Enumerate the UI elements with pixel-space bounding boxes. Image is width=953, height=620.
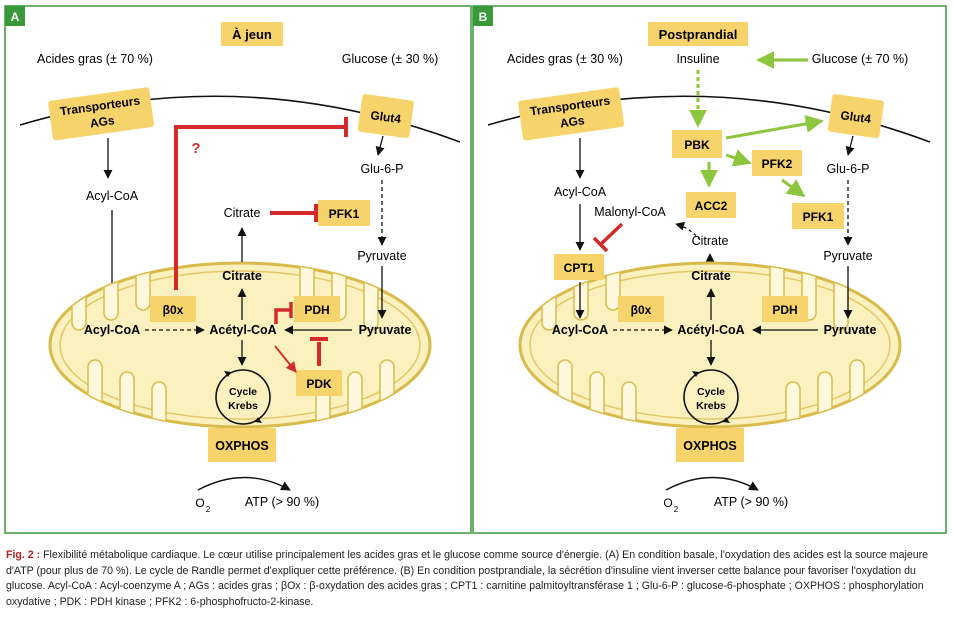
oxphos-box-b	[676, 428, 744, 462]
krebs-cycle-line1: Cycle	[229, 386, 257, 398]
pdh-box	[294, 296, 340, 322]
panel-a-title: À jeun	[232, 27, 272, 42]
pyruvate-cytosol: Pyruvate	[357, 249, 406, 263]
pdh-label: PDH	[304, 303, 329, 317]
o2-to-atp-arrow	[197, 476, 291, 491]
malonyl-coa-label: Malonyl-CoA	[594, 205, 666, 219]
atp-label: ATP (> 90 %)	[245, 495, 319, 509]
cpt1-label: CPT1	[564, 261, 595, 275]
pdk-label: PDK	[306, 377, 332, 391]
krebs-cycle-ring-b	[683, 369, 739, 425]
pbk-label: PBK	[684, 138, 710, 152]
oxphos-box	[208, 428, 276, 462]
insulin-label: Insuline	[676, 52, 719, 66]
glut4-box-b	[827, 94, 884, 139]
cpt1-box	[554, 254, 604, 280]
acc2-box	[686, 192, 736, 218]
o2-label-b: O	[663, 496, 672, 510]
panel-b-letter-badge	[473, 6, 493, 26]
citrate-mitochondria: Citrate	[222, 269, 262, 283]
pbk-box	[672, 130, 722, 158]
krebs-cycle-line2: Krebs	[228, 400, 258, 412]
beta-ox-box-b	[618, 296, 664, 322]
panel-a-letter-badge	[5, 6, 25, 26]
fatty-acid-transporter-b-line2: AGs	[559, 113, 586, 130]
panel-b-title: Postprandial	[659, 27, 738, 42]
glut4-label: Glut4	[370, 108, 403, 126]
pyruvate-cytosol-b: Pyruvate	[823, 249, 872, 263]
acyl-coa-cytosol-b: Acyl-CoA	[554, 185, 607, 199]
citrate-mitochondria-b: Citrate	[691, 269, 731, 283]
fatty-acids-label: Acides gras (± 70 %)	[37, 52, 153, 66]
o2-subscript: 2	[206, 505, 211, 514]
pfk1-box	[318, 200, 370, 226]
pyruvate-mitochondria-b: Pyruvate	[824, 323, 877, 337]
metabolic-flexibility-diagram: A À jeun Acides gras (± 70 %) Glucose (±…	[4, 5, 947, 534]
o2-subscript-b: 2	[674, 505, 679, 514]
oxphos-label-b: OXPHOS	[683, 439, 737, 453]
randle-question-mark: ?	[191, 140, 200, 157]
acc2-label: ACC2	[695, 199, 728, 213]
glut4-label-b: Glut4	[840, 108, 873, 126]
mitochondrion-inner-b	[529, 270, 891, 420]
panel-a-letter: A	[11, 10, 20, 24]
pdh-box-b	[762, 296, 808, 322]
pfk1-box-b	[792, 203, 844, 229]
pfk1-label: PFK1	[329, 207, 360, 221]
panel-b-letter: B	[479, 10, 488, 24]
pfk1-label-b: PFK1	[803, 210, 834, 224]
beta-ox-label: β0x	[163, 303, 184, 317]
o2-label: O	[195, 496, 204, 510]
fatty-acid-transporter-line2: AGs	[89, 113, 116, 130]
panel-b-title-box	[648, 22, 748, 46]
beta-ox-label-b: β0x	[631, 303, 652, 317]
pyruvate-mitochondria: Pyruvate	[359, 323, 412, 337]
glucose-label: Glucose (± 30 %)	[342, 52, 438, 66]
fatty-acids-label-b: Acides gras (± 30 %)	[507, 52, 623, 66]
acyl-coa-mitochondria: Acyl-CoA	[84, 323, 140, 337]
caption-label: Fig. 2 :	[6, 549, 41, 561]
glu6p-label-b: Glu-6-P	[826, 162, 869, 176]
panel-a-frame	[4, 5, 472, 534]
beta-ox-box	[150, 296, 196, 322]
citrate-cytosol-b: Citrate	[692, 234, 729, 248]
panel-b: B Postprandial Acides gras (± 30 %) Insu…	[472, 5, 947, 534]
oxphos-label: OXPHOS	[215, 439, 269, 453]
citrate-cytosol: Citrate	[224, 206, 261, 220]
pdk-box	[296, 370, 342, 396]
pfk2-box	[752, 150, 802, 176]
fatty-acid-transporter	[48, 87, 155, 141]
pfk2-label: PFK2	[762, 157, 793, 171]
glu6p-label: Glu-6-P	[360, 162, 403, 176]
fatty-acid-transporter-b	[518, 87, 625, 141]
pdh-label-b: PDH	[772, 303, 797, 317]
krebs-cycle-ring	[215, 369, 271, 425]
figure-caption: Fig. 2 : Flexibilité métabolique cardiaq…	[6, 548, 946, 610]
panel-a-title-box	[221, 22, 283, 46]
acetyl-coa-label: Acétyl-CoA	[209, 323, 276, 337]
acetyl-coa-label-b: Acétyl-CoA	[677, 323, 744, 337]
panel-a: A À jeun Acides gras (± 70 %) Glucose (±…	[4, 5, 472, 534]
caption-text: Flexibilité métabolique cardiaque. Le cœ…	[6, 549, 929, 608]
krebs-cycle-b-line2: Krebs	[696, 400, 726, 412]
acyl-coa-mitochondria-b: Acyl-CoA	[552, 323, 608, 337]
glut4-box	[357, 94, 414, 139]
acyl-coa-cytosol: Acyl-CoA	[86, 189, 139, 203]
panel-b-frame	[472, 5, 947, 534]
glucose-label-b: Glucose (± 70 %)	[812, 52, 908, 66]
mitochondrion-inner	[59, 270, 421, 420]
krebs-cycle-b-line1: Cycle	[697, 386, 725, 398]
atp-label-b: ATP (> 90 %)	[714, 495, 788, 509]
o2-to-atp-arrow-b	[665, 476, 759, 491]
